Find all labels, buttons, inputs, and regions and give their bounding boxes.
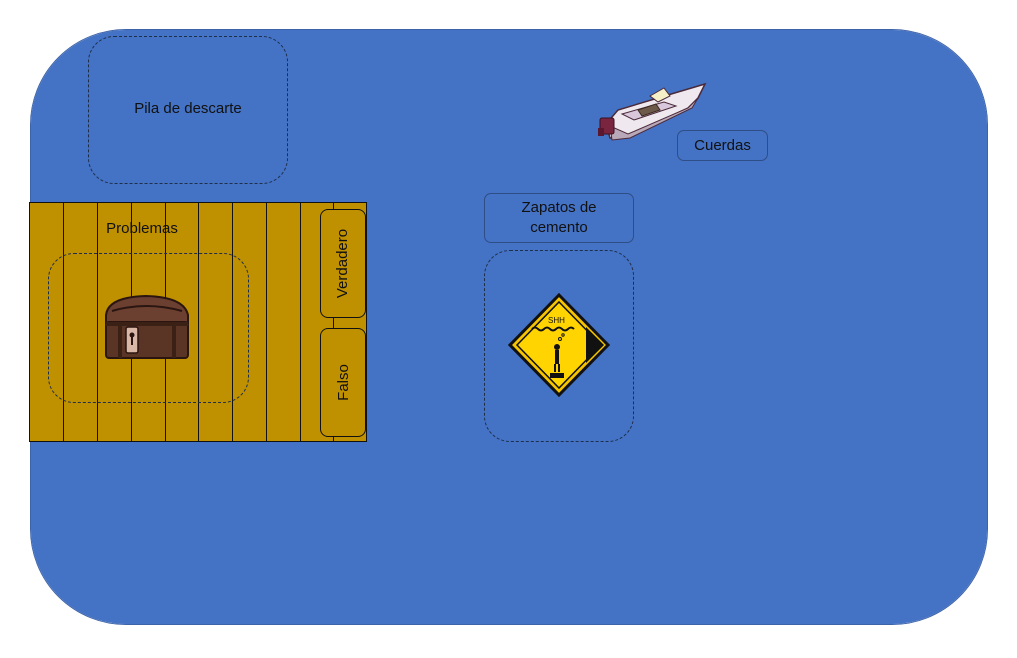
false-button-label: Falso bbox=[334, 364, 352, 401]
true-button-label: Verdadero bbox=[334, 228, 352, 299]
ropes-card-label: Cuerdas bbox=[694, 136, 751, 154]
problems-label: Problemas bbox=[106, 220, 178, 237]
plank-line bbox=[198, 203, 199, 441]
problems-zone[interactable] bbox=[48, 253, 249, 403]
warning-sign-icon[interactable]: SHH bbox=[507, 292, 611, 398]
cement-shoes-zone[interactable] bbox=[484, 250, 634, 442]
plank-line bbox=[232, 203, 233, 441]
true-button[interactable]: Verdadero bbox=[320, 209, 366, 318]
motorboat-icon[interactable] bbox=[598, 80, 708, 144]
ropes-card[interactable]: Cuerdas bbox=[677, 130, 768, 161]
plank-line bbox=[97, 203, 98, 441]
cement-shoes-card[interactable]: Zapatos de cemento bbox=[484, 193, 634, 243]
plank-line bbox=[300, 203, 301, 441]
sign-text: SHH bbox=[548, 316, 565, 325]
discard-pile-label: Pila de descarte bbox=[134, 100, 242, 117]
plank-line bbox=[333, 203, 334, 441]
discard-pile-zone[interactable] bbox=[88, 36, 288, 184]
treasure-chest-icon[interactable] bbox=[102, 293, 190, 363]
plank-line bbox=[63, 203, 64, 441]
plank-line bbox=[266, 203, 267, 441]
cement-shoes-card-label: Zapatos de cemento bbox=[521, 199, 597, 236]
false-button[interactable]: Falso bbox=[320, 328, 366, 437]
